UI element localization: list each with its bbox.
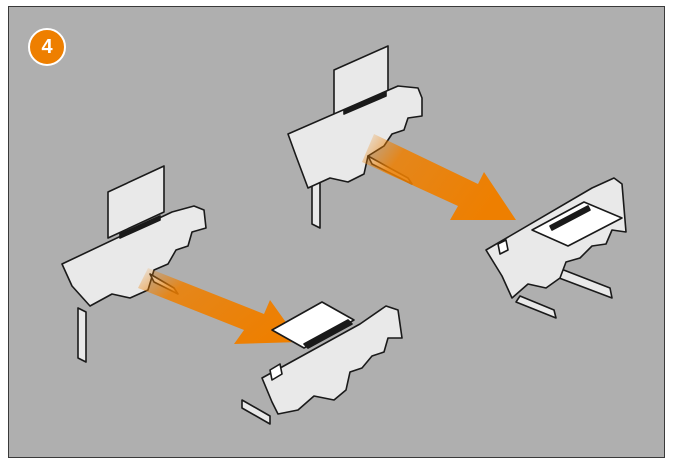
assembly-illustration (61, 45, 627, 425)
arrow-upper (362, 134, 516, 220)
part-lower-target (241, 301, 403, 425)
arrow-lower (138, 268, 300, 344)
part-upper-target (485, 177, 627, 319)
step-number-label: 4 (41, 35, 53, 58)
step-number-badge: 4 (28, 28, 66, 66)
part-lower-source (61, 165, 207, 363)
part-upper-source (287, 45, 423, 229)
